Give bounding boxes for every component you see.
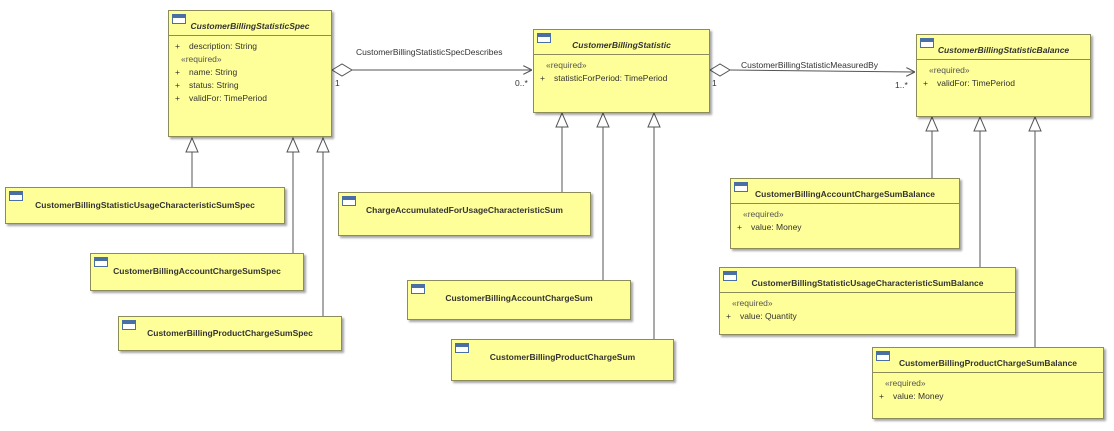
association-describes-target-multiplicity: 0..*	[515, 78, 528, 88]
class-name: CustomerBillingProductChargeSumSpec	[147, 328, 313, 338]
class-usage-characteristic-sum-spec[interactable]: CustomerBillingStatisticUsageCharacteris…	[5, 187, 285, 224]
association-measured-by-label: CustomerBillingStatisticMeasuredBy	[741, 60, 878, 70]
class-usage-characteristic-sum-balance[interactable]: CustomerBillingStatisticUsageCharacteris…	[719, 267, 1016, 335]
generalization-product-spec	[316, 136, 330, 316]
class-icon	[734, 182, 748, 192]
class-charge-accumulated-for-usage-characteristic-sum[interactable]: ChargeAccumulatedForUsageCharacteristicS…	[338, 192, 591, 236]
class-name: CustomerBillingStatisticUsageCharacteris…	[35, 200, 255, 210]
class-name: CustomerBillingStatisticBalance	[937, 45, 1070, 55]
generalization-account-spec	[286, 136, 300, 253]
association-describes-line[interactable]	[331, 63, 532, 77]
association-measured-by-line[interactable]	[709, 63, 915, 77]
attribute-row: +statisticForPeriod: TimePeriod	[540, 73, 668, 83]
class-name: CustomerBillingStatisticSpec	[190, 21, 310, 31]
class-icon	[537, 33, 551, 43]
stereotype-label: «required»	[885, 378, 926, 388]
generalization-usage-balance	[973, 115, 987, 267]
stereotype-label: «required»	[732, 298, 773, 308]
class-icon	[94, 257, 108, 267]
association-describes-source-multiplicity: 1	[335, 78, 340, 88]
class-icon	[122, 320, 136, 330]
generalization-account-balance	[925, 115, 939, 178]
stereotype-label: «required»	[929, 65, 970, 75]
attribute-row: +description: String	[175, 41, 258, 51]
class-customer-billing-statistic[interactable]: CustomerBillingStatistic «required» +sta…	[533, 29, 710, 113]
attribute-row: +value: Money	[879, 391, 944, 401]
class-icon	[876, 351, 890, 361]
association-measured-by-target-multiplicity: 1..*	[895, 80, 908, 90]
attribute-row: +value: Quantity	[726, 311, 797, 321]
class-icon	[9, 191, 23, 201]
class-name: CustomerBillingStatistic	[572, 40, 671, 50]
attribute-row: +value: Money	[737, 222, 802, 232]
class-name: CustomerBillingAccountChargeSumSpec	[113, 266, 281, 276]
generalization-charge-accumulated	[555, 111, 569, 192]
stereotype-label: «required»	[181, 54, 222, 64]
class-account-charge-sum-balance[interactable]: CustomerBillingAccountChargeSumBalance «…	[730, 178, 960, 249]
class-name: CustomerBillingAccountChargeSum	[445, 293, 593, 303]
class-customer-billing-statistic-balance[interactable]: CustomerBillingStatisticBalance «require…	[916, 34, 1091, 117]
class-icon	[342, 196, 356, 206]
class-customer-billing-statistic-spec[interactable]: CustomerBillingStatisticSpec +descriptio…	[168, 10, 332, 137]
generalization-account-sum	[596, 111, 610, 280]
class-icon	[411, 284, 425, 294]
class-customer-billing-product-charge-sum[interactable]: CustomerBillingProductChargeSum	[451, 339, 674, 381]
generalization-product-sum	[647, 111, 661, 339]
attribute-row: +status: String	[175, 80, 239, 90]
attribute-row: +validFor: TimePeriod	[175, 93, 267, 103]
class-product-charge-sum-spec[interactable]: CustomerBillingProductChargeSumSpec	[118, 316, 342, 351]
class-name: CustomerBillingStatisticUsageCharacteris…	[751, 278, 984, 288]
class-product-charge-sum-balance[interactable]: CustomerBillingProductChargeSumBalance «…	[872, 347, 1104, 419]
class-name: ChargeAccumulatedForUsageCharacteristicS…	[366, 205, 563, 215]
class-customer-billing-account-charge-sum[interactable]: CustomerBillingAccountChargeSum	[407, 280, 631, 320]
class-icon	[172, 14, 186, 24]
class-name: CustomerBillingAccountChargeSumBalance	[755, 189, 935, 199]
stereotype-label: «required»	[743, 209, 784, 219]
class-icon	[455, 343, 469, 353]
association-measured-by-source-multiplicity: 1	[712, 78, 717, 88]
class-name: CustomerBillingProductChargeSum	[489, 352, 636, 362]
stereotype-label: «required»	[546, 60, 587, 70]
attribute-row: +name: String	[175, 67, 238, 77]
generalization-product-balance	[1028, 115, 1042, 347]
generalization-usage-spec	[185, 136, 199, 187]
class-account-charge-sum-spec[interactable]: CustomerBillingAccountChargeSumSpec	[90, 253, 304, 291]
attribute-row: +validFor: TimePeriod	[923, 78, 1015, 88]
class-name: CustomerBillingProductChargeSumBalance	[898, 358, 1078, 368]
class-icon	[920, 38, 934, 48]
association-describes-label: CustomerBillingStatisticSpecDescribes	[356, 47, 503, 57]
class-icon	[723, 271, 737, 281]
